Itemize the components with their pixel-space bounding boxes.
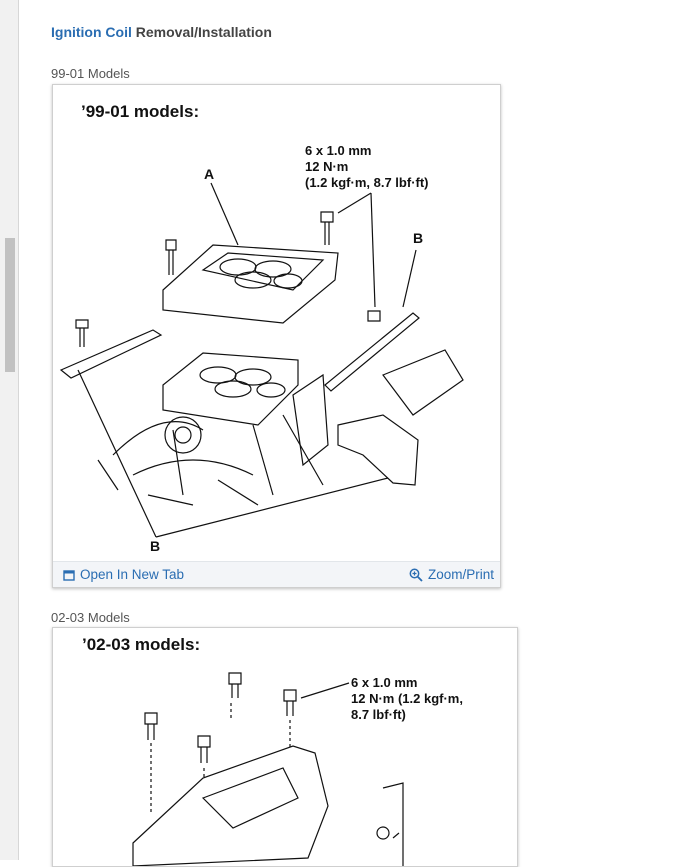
page-title: Ignition Coil Removal/Installation [51, 24, 272, 40]
figure-02-03: ’02-03 models: 6 x 1.0 mm 12 N·m (1.2 kg… [52, 627, 518, 867]
page-title-rest: Removal/Installation [135, 24, 272, 40]
zoom-print-button[interactable]: Zoom/Print [409, 567, 494, 582]
torque-spec-line3-02-03: 8.7 lbf·ft) [351, 707, 406, 722]
section-label-02-03: 02-03 Models [51, 610, 130, 625]
label-b-top: B [413, 230, 423, 246]
open-new-tab-icon [63, 569, 75, 581]
figure-heading-99-01: ’99-01 models: [81, 102, 199, 121]
open-in-new-tab-button[interactable]: Open In New Tab [63, 567, 184, 582]
figure-99-01: ’99-01 models: 6 x 1.0 mm 12 N·m (1.2 kg… [52, 84, 501, 588]
torque-spec-line3: (1.2 kgf·m, 8.7 lbf·ft) [305, 175, 429, 190]
scrollbar-thumb[interactable] [5, 238, 15, 372]
diagram-02-03: ’02-03 models: 6 x 1.0 mm 12 N·m (1.2 kg… [82, 635, 463, 866]
section-label-99-01: 99-01 Models [51, 66, 130, 81]
figure-heading-02-03: ’02-03 models: [82, 635, 200, 654]
figure-toolbar-99-01: Open In New Tab Zoom/Print [53, 561, 500, 587]
zoom-print-label: Zoom/Print [427, 567, 494, 582]
torque-spec-line1: 6 x 1.0 mm [305, 143, 372, 158]
vertical-scrollbar[interactable] [0, 0, 19, 860]
label-a: A [204, 166, 214, 182]
label-b-bottom: B [150, 538, 160, 554]
diagram-99-01: ’99-01 models: 6 x 1.0 mm 12 N·m (1.2 kg… [59, 102, 464, 554]
ignition-coil-link[interactable]: Ignition Coil [51, 24, 132, 40]
engine-drawing-99-01 [59, 182, 464, 538]
zoom-icon [409, 568, 423, 582]
torque-spec-line1-02-03: 6 x 1.0 mm [351, 675, 418, 690]
torque-spec-line2-02-03: 12 N·m (1.2 kgf·m, [351, 691, 463, 706]
open-in-new-tab-label: Open In New Tab [80, 567, 185, 582]
torque-spec-line2: 12 N·m [305, 159, 348, 174]
